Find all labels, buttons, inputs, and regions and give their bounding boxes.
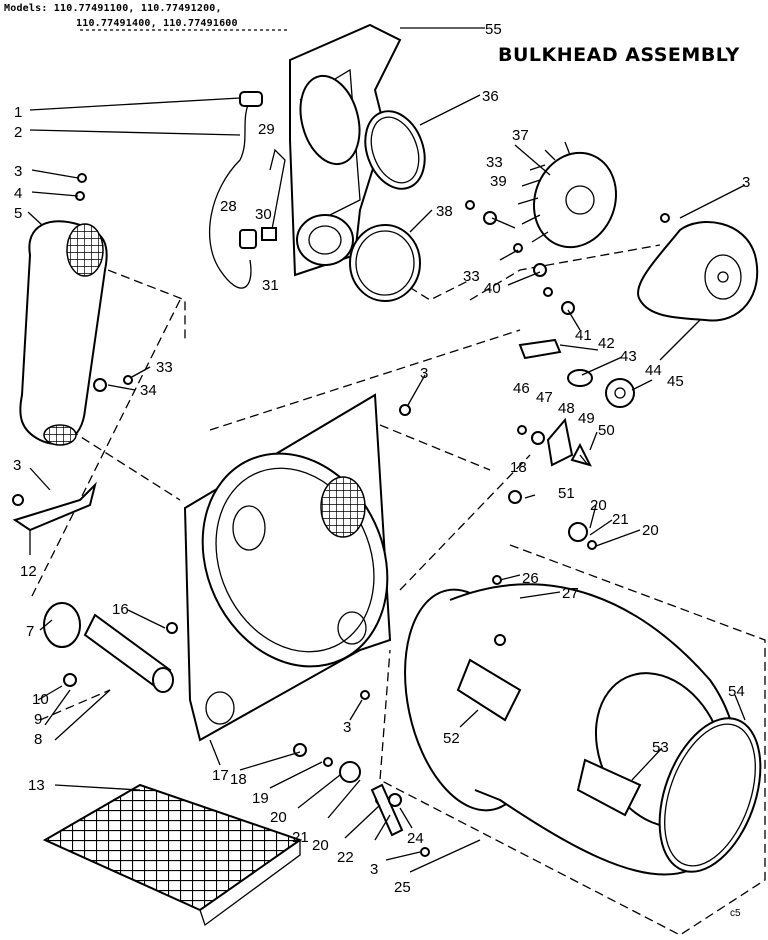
label-10: 10 <box>32 691 49 708</box>
label-9: 9 <box>34 711 42 728</box>
label-49: 49 <box>578 410 595 427</box>
label-20: 20 <box>312 837 329 854</box>
label-46: 46 <box>513 380 530 397</box>
label-47: 47 <box>536 389 553 406</box>
label-3: 3 <box>13 457 21 474</box>
label-16: 16 <box>112 601 129 618</box>
label-55: 55 <box>485 21 502 38</box>
diagram-title: BULKHEAD ASSEMBLY <box>498 44 740 66</box>
label-42: 42 <box>598 335 615 352</box>
label-29: 29 <box>258 121 275 138</box>
wiring-harness <box>208 91 286 289</box>
label-19: 19 <box>252 790 269 807</box>
label-53: 53 <box>652 739 669 756</box>
label-2: 2 <box>14 124 22 141</box>
label-37: 37 <box>512 127 529 144</box>
label-44: 44 <box>645 362 662 379</box>
label-39: 39 <box>490 173 507 190</box>
label-21: 21 <box>292 829 309 846</box>
label-48: 48 <box>558 400 575 417</box>
seal-38 <box>349 224 421 302</box>
label-3: 3 <box>742 174 750 191</box>
label-26: 26 <box>522 570 539 587</box>
label-20: 20 <box>270 809 287 826</box>
label-36: 36 <box>482 88 499 105</box>
corner-mark: c5 <box>730 908 741 919</box>
label-33: 33 <box>156 359 173 376</box>
label-54: 54 <box>728 683 745 700</box>
label-12: 12 <box>20 563 37 580</box>
label-3: 3 <box>14 163 22 180</box>
label-8: 8 <box>34 731 42 748</box>
label-5: 5 <box>14 205 22 222</box>
label-20: 20 <box>590 497 607 514</box>
bracket-12 <box>12 481 97 532</box>
model-line-2: 110.77491400, 110.77491600 <box>76 18 238 29</box>
label-40: 40 <box>484 280 501 297</box>
label-33: 33 <box>463 268 480 285</box>
models-label: Models: <box>4 3 48 14</box>
front-bulkhead <box>183 393 392 742</box>
label-52: 52 <box>443 730 460 747</box>
label-27: 27 <box>562 585 579 602</box>
model-line-1: 110.77491100, 110.77491200, <box>53 3 222 14</box>
label-38: 38 <box>436 203 453 220</box>
part-labels: 1 2 3 4 5 29 28 30 31 55 36 37 33 39 3 3… <box>13 21 750 896</box>
hardware-fasteners <box>12 173 670 857</box>
blower-housing <box>637 221 759 322</box>
label-34: 34 <box>140 382 157 399</box>
label-30: 30 <box>255 206 272 223</box>
label-20: 20 <box>642 522 659 539</box>
label-43: 43 <box>620 348 637 365</box>
label-31: 31 <box>262 277 279 294</box>
label-41: 41 <box>575 327 592 344</box>
label-18: 18 <box>230 771 247 788</box>
models-header: Models: 110.77491100, 110.77491200, <box>4 3 222 14</box>
label-33: 33 <box>486 154 503 171</box>
label-1: 1 <box>14 104 22 121</box>
label-3: 3 <box>343 719 351 736</box>
light-assembly <box>43 602 174 693</box>
label-21: 21 <box>612 511 629 528</box>
label-22: 22 <box>337 849 354 866</box>
label-24: 24 <box>407 830 424 847</box>
label-3: 3 <box>370 861 378 878</box>
label-51: 51 <box>558 485 575 502</box>
leader-lines <box>27 27 746 873</box>
label-25: 25 <box>394 879 411 896</box>
label-45: 45 <box>667 373 684 390</box>
label-28: 28 <box>220 198 237 215</box>
label-4: 4 <box>14 185 22 202</box>
blower-wheel <box>517 141 618 249</box>
label-17: 17 <box>212 767 229 784</box>
label-7: 7 <box>26 623 34 640</box>
label-13: 13 <box>28 777 45 794</box>
label-18: 18 <box>510 459 527 476</box>
lint-screen <box>42 783 303 927</box>
label-50: 50 <box>598 422 615 439</box>
label-3: 3 <box>420 365 428 382</box>
exhaust-duct <box>19 220 108 446</box>
idler-pulley <box>605 378 635 408</box>
